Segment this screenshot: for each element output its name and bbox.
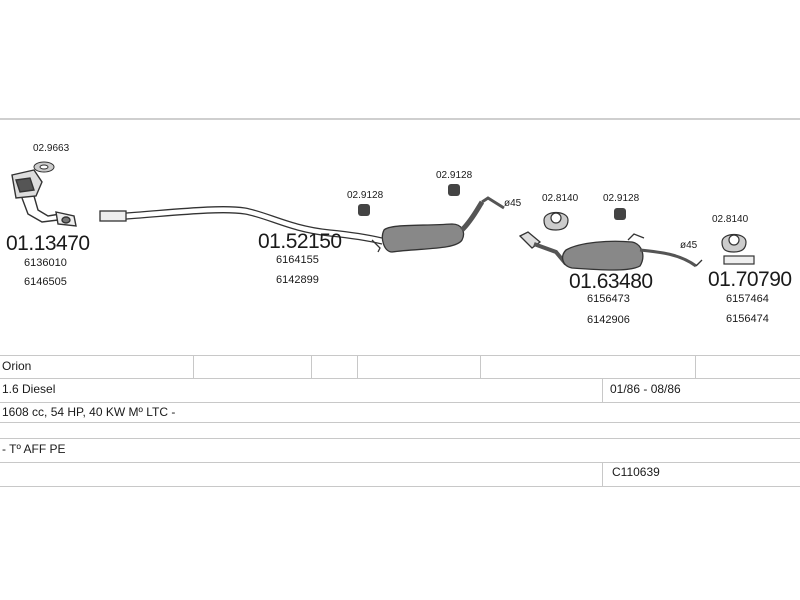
part-number: 01.70790 — [708, 268, 792, 291]
table-divider — [311, 355, 312, 378]
table-divider — [602, 462, 603, 486]
rubber-mount-icon[interactable] — [358, 184, 626, 220]
gasket-icon[interactable] — [33, 161, 55, 173]
middle-silencer-part[interactable] — [371, 196, 505, 253]
part-number: 01.63480 — [569, 270, 653, 293]
tail-pipe-part[interactable] — [723, 255, 755, 265]
period-cell: 01/86 - 08/86 — [610, 382, 681, 396]
fitting-label: 02.9128 — [436, 170, 473, 181]
table-border — [0, 402, 800, 403]
oem-ref: 6156474 — [726, 313, 769, 325]
engine-cell: 1.6 Diesel — [2, 382, 56, 396]
oem-ref: 6142906 — [587, 314, 630, 326]
table-border — [0, 355, 800, 356]
part-number: 01.13470 — [6, 232, 90, 255]
exhaust-diagram — [11, 161, 755, 271]
variant-cell: - Tº AFF PE — [2, 442, 66, 456]
fitting-label: 02.8140 — [542, 193, 579, 204]
table-border — [0, 378, 800, 379]
oem-ref: 6157464 — [726, 293, 769, 305]
table-divider — [193, 355, 194, 378]
oem-ref: 6156473 — [587, 293, 630, 305]
pipe-diameter: ø45 — [680, 240, 698, 251]
spec-cell: 1608 cc, 54 HP, 40 KW Mº LTC - — [2, 405, 176, 419]
top-border — [0, 118, 800, 120]
oem-ref: 6142899 — [276, 274, 319, 286]
pipe-diameter: ø45 — [504, 198, 522, 209]
intermediate-pipe-part[interactable] — [99, 206, 383, 245]
table-border — [0, 422, 800, 423]
table-divider — [695, 355, 696, 378]
clamp-ring-icon[interactable] — [543, 211, 747, 253]
fitting-label: 02.8140 — [712, 214, 749, 225]
model-cell: Orion — [2, 359, 32, 373]
fitting-label: 02.9128 — [603, 193, 640, 204]
part-number: 01.52150 — [258, 230, 342, 253]
front-pipe-part[interactable] — [11, 169, 77, 227]
table-border — [0, 438, 800, 439]
reference-cell: C110639 — [612, 465, 660, 479]
table-divider — [480, 355, 481, 378]
fitting-label: 02.9663 — [33, 143, 70, 154]
table-divider — [602, 378, 603, 402]
oem-ref: 6164155 — [276, 254, 319, 266]
fitting-label: 02.9128 — [347, 190, 384, 201]
rear-silencer-part[interactable] — [518, 231, 703, 271]
table-border — [0, 462, 800, 463]
table-divider — [357, 355, 358, 378]
oem-ref: 6146505 — [24, 276, 67, 288]
table-border — [0, 486, 800, 487]
oem-ref: 6136010 — [24, 257, 67, 269]
